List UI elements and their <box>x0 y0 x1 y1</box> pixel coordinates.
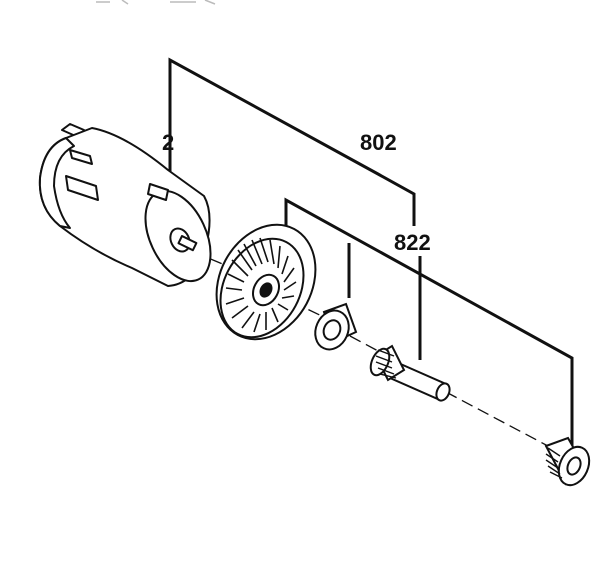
bearing-inner <box>322 319 342 341</box>
pinion-shaft <box>369 344 451 402</box>
callout-802: 802 <box>360 130 397 155</box>
motor-terminal <box>147 183 169 201</box>
shaft-gear-face <box>369 347 391 377</box>
bracket-802 <box>168 57 416 218</box>
motor-end-cap <box>38 137 75 229</box>
sleeve-teeth <box>545 447 563 479</box>
motor-shaft <box>177 235 198 252</box>
callout-2: 2 <box>162 130 174 155</box>
motor-vent-2 <box>69 149 93 165</box>
sleeve-bore <box>566 456 582 476</box>
shaft-gear-teeth <box>375 349 397 379</box>
callout-822: 822 <box>394 230 431 255</box>
fan-blades <box>225 237 297 333</box>
top-edge-marks <box>96 0 216 5</box>
cooling-fan <box>215 223 317 341</box>
fan-hub-bore <box>259 282 273 298</box>
motor-vent-1 <box>65 175 99 201</box>
bearing <box>314 302 358 351</box>
gear-sleeve <box>544 436 591 487</box>
motor <box>38 123 212 287</box>
shaft-end <box>435 382 451 402</box>
